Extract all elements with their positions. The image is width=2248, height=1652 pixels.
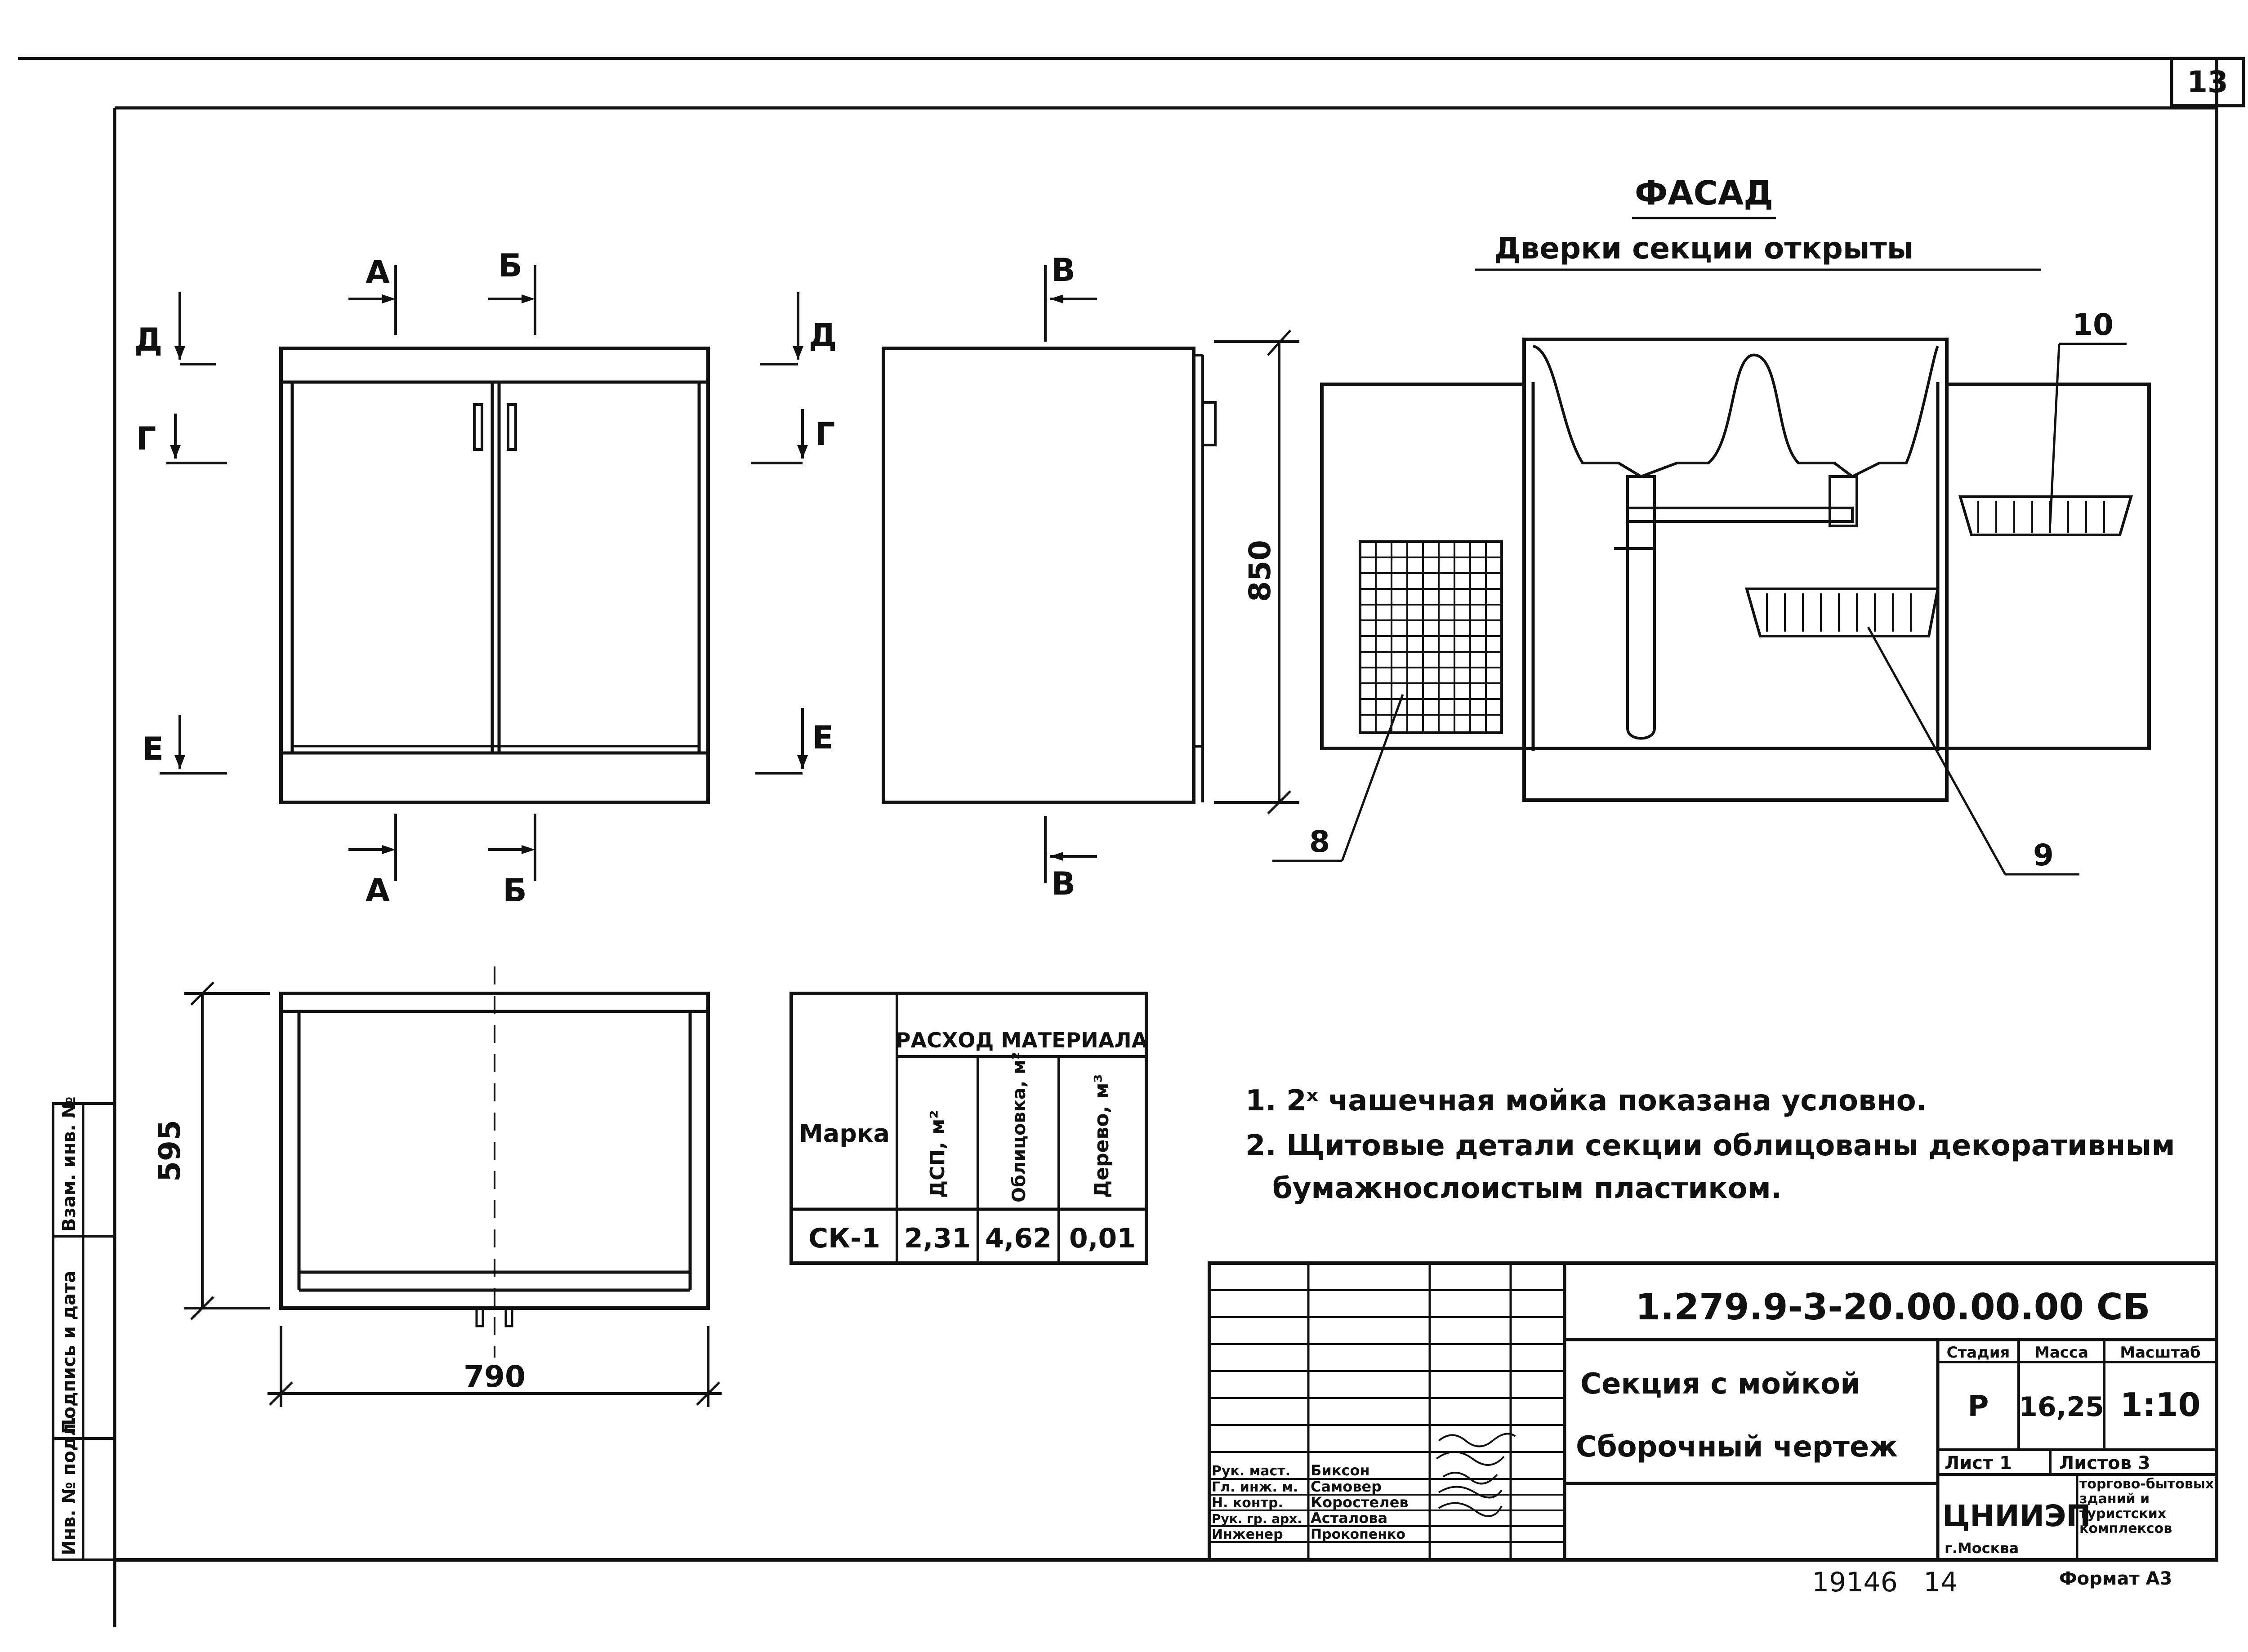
massa-label: Масса [2034, 1344, 2088, 1362]
table-col-marka: Марка [799, 1119, 890, 1148]
side-view [882, 330, 1299, 815]
org-name: ЦНИИЭП [1942, 1499, 2091, 1533]
staff-name-2: Самовер [1311, 1478, 1382, 1495]
dimension-depth: 595 [152, 1120, 187, 1182]
strip-vzam-inv: Взам. инв. № [59, 1096, 80, 1232]
masshtab-value: 1:10 [2120, 1386, 2200, 1424]
note-3: бумажнослоистым пластиком. [1272, 1172, 1782, 1205]
strip-podpis-data: Подпись и дата [59, 1271, 80, 1434]
section-markers-front [160, 265, 536, 881]
title-name-1: Секция с мойкой [1580, 1367, 1860, 1401]
mark-a-top: А [366, 254, 390, 291]
staff-name-1: Биксон [1311, 1462, 1370, 1479]
table-cell-dsp: 2,31 [904, 1223, 971, 1254]
stadia-label: Стадия [1947, 1344, 2010, 1362]
section-markers-side [751, 265, 1097, 883]
staff-role-3: Н. контр. [1212, 1495, 1283, 1511]
table-group-header: РАСХОД МАТЕРИАЛА [896, 1028, 1148, 1052]
mark-d-left: Д [134, 321, 162, 358]
note-1: 1. 2ˣ чашечная мойка показана условно. [1245, 1084, 1927, 1118]
stadia-value: Р [1968, 1390, 1989, 1423]
mark-d-right: Д [809, 317, 837, 354]
title-name-2: Сборочный чертеж [1576, 1430, 1898, 1464]
masshtab-label: Масштаб [2120, 1344, 2200, 1362]
table-col-dsp: ДСП, м² [926, 1110, 949, 1198]
facade-subtitle: Дверки секции открыты [1494, 231, 1914, 266]
mark-v-top: В [1051, 252, 1075, 289]
dimension-width: 790 [464, 1359, 526, 1394]
table-col-oblic: Облицовка, м² [1009, 1052, 1030, 1202]
callout-9: 9 [2033, 838, 2054, 873]
mark-g-left: Г [136, 420, 156, 457]
table-cell-oblic: 4,62 [985, 1223, 1052, 1254]
plan-view [184, 966, 722, 1407]
staff-name-3: Коростелев [1311, 1494, 1409, 1511]
note-2: 2. Щитовые детали секции облицованы деко… [1245, 1129, 2175, 1162]
staff-name-5: Прокопенко [1311, 1527, 1405, 1542]
staff-role-2: Гл. инж. м. [1212, 1479, 1298, 1495]
front-view [279, 347, 710, 804]
staff-role-4: Рук. гр. арх. [1212, 1511, 1302, 1526]
strip-inv-podl: Инв. № подл. [59, 1416, 80, 1555]
mark-g-right: Г [815, 416, 835, 453]
material-table [789, 992, 1148, 1265]
facade-title: ФАСАД [1635, 174, 1773, 213]
mark-v-bottom: В [1051, 865, 1075, 902]
table-col-derevo: Дерево, м³ [1090, 1074, 1113, 1198]
mark-e-left: Е [142, 730, 164, 767]
grid-lines [1360, 542, 1502, 733]
dimension-height: 850 [1243, 540, 1277, 602]
listov-label: Листов 3 [2059, 1453, 2150, 1474]
staff-role-1: Рук. маст. [1212, 1463, 1290, 1479]
format-label: Формат А3 [2059, 1568, 2172, 1589]
title-code: 1.279.9-3-20.00.00.00 СБ [1635, 1286, 2150, 1328]
bottom-numbers: 19146 14 [1812, 1567, 1958, 1598]
mark-b-top: Б [498, 247, 522, 284]
mark-e-right: Е [812, 719, 834, 756]
staff-name-4: Асталова [1311, 1510, 1387, 1527]
staff-role-5: Инженер [1212, 1527, 1283, 1542]
sheet-frame [18, 57, 2245, 1627]
callout-8: 8 [1309, 824, 1330, 859]
title-block [1208, 1261, 2218, 1562]
org-desc: торгово-бытовых зданий и туристских комп… [2079, 1477, 2214, 1536]
mark-b-bottom: Б [503, 872, 526, 909]
org-city: г.Москва [1945, 1540, 2019, 1557]
massa-value: 16,25 [2019, 1391, 2104, 1423]
left-strip [52, 1102, 116, 1561]
list-label: Лист 1 [1945, 1453, 2012, 1474]
page-number: 13 [2187, 65, 2228, 99]
facade-view [1272, 338, 2151, 876]
mark-a-bottom: А [366, 872, 390, 909]
table-cell-derevo: 0,01 [1069, 1223, 1136, 1254]
table-cell-marka: СК-1 [808, 1223, 880, 1254]
callout-10: 10 [2072, 307, 2114, 342]
